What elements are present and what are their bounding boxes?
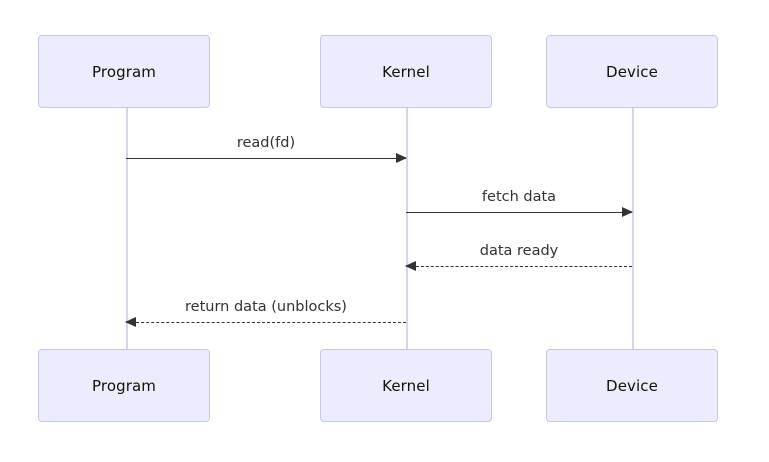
lifeline-kernel (406, 108, 408, 349)
arrowhead-left-icon (405, 261, 416, 271)
arrowhead-right-icon (622, 207, 633, 217)
participant-box-program-top[interactable]: Program (38, 35, 210, 108)
participant-label-program-top: Program (92, 62, 156, 81)
message-line-return-data (126, 322, 406, 323)
participant-box-device-top[interactable]: Device (546, 35, 718, 108)
participant-box-kernel-bottom[interactable]: Kernel (320, 349, 492, 422)
message-label-return-data: return data (unblocks) (185, 299, 347, 315)
arrowhead-left-icon (125, 317, 136, 327)
participant-label-kernel-top: Kernel (382, 62, 430, 81)
participant-box-device-bottom[interactable]: Device (546, 349, 718, 422)
participant-box-kernel-top[interactable]: Kernel (320, 35, 492, 108)
message-label-data-ready: data ready (479, 243, 559, 259)
lifeline-program (126, 108, 128, 349)
participant-label-kernel-bottom: Kernel (382, 376, 430, 395)
participant-box-program-bottom[interactable]: Program (38, 349, 210, 422)
participant-label-program-bottom: Program (92, 376, 156, 395)
arrowhead-right-icon (396, 153, 407, 163)
message-label-read-fd: read(fd) (236, 135, 296, 151)
message-line-fetch-data (406, 212, 632, 213)
message-line-data-ready (406, 266, 632, 267)
message-label-fetch-data: fetch data (481, 189, 557, 205)
lifeline-device (632, 108, 634, 349)
message-line-read-fd (126, 158, 406, 159)
participant-label-device-top: Device (606, 62, 658, 81)
participant-label-device-bottom: Device (606, 376, 658, 395)
